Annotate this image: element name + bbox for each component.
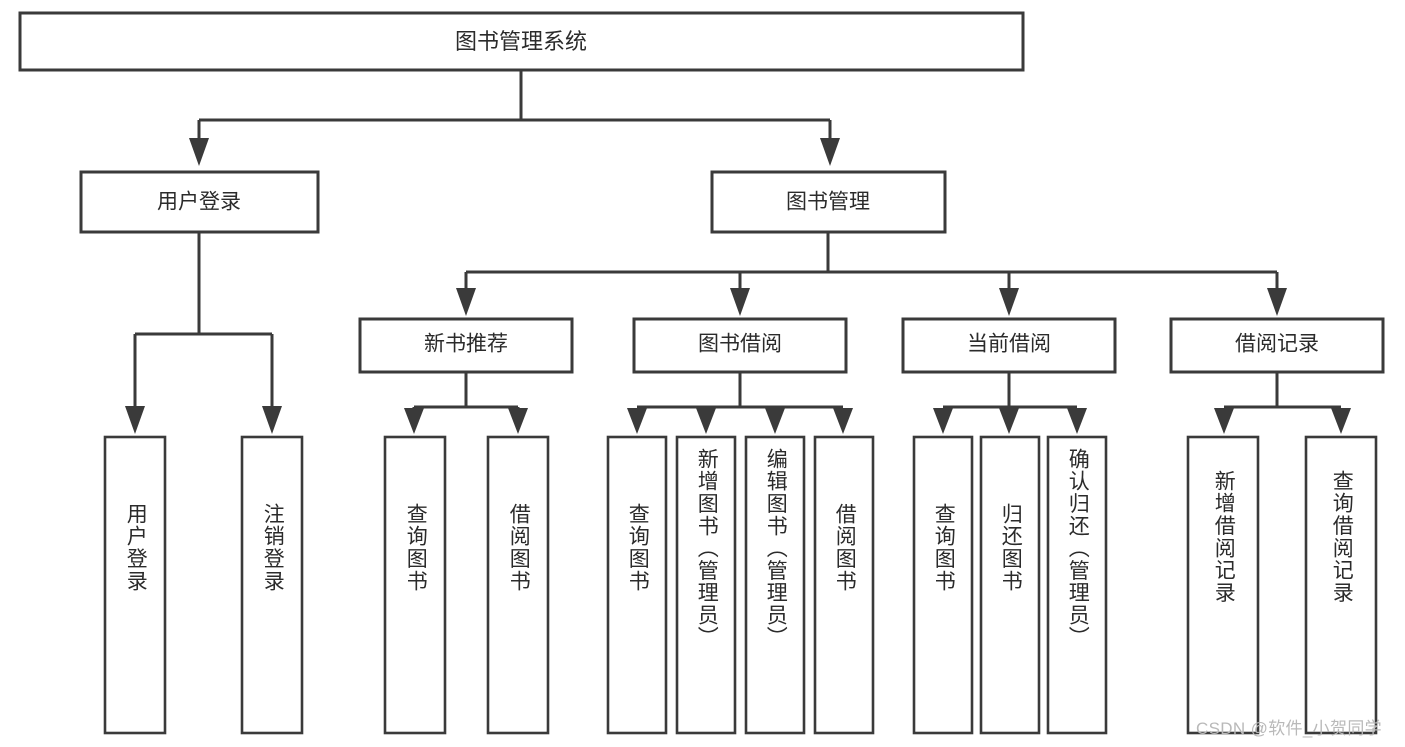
node-new-book-recommend[interactable]: 新书推荐	[358, 317, 574, 374]
arrow-new-books-leaf2	[508, 408, 528, 434]
arrow-user-login-leaf2	[262, 406, 282, 434]
node-borrow-records-box	[1169, 317, 1385, 374]
leaf-box-borrow-1[interactable]	[606, 435, 668, 735]
arrow-borrow-leaf3	[765, 408, 785, 434]
node-user-login-label: 用户登录	[157, 191, 241, 214]
arrow-current-leaf2	[999, 408, 1019, 434]
leaf-box-records-2[interactable]	[1304, 435, 1378, 735]
leaf-box-current-2[interactable]	[979, 435, 1041, 735]
arrow-current-leaf3	[1067, 408, 1087, 434]
arrow-user-login-leaf1	[125, 406, 145, 434]
arrow-records-leaf2	[1331, 408, 1351, 434]
arrow-root-to-user-login	[189, 138, 209, 166]
arrow-current-leaf1	[933, 408, 953, 434]
leaf-box-current-3[interactable]	[1046, 435, 1108, 735]
arrow-borrow-leaf2	[696, 408, 716, 434]
node-borrow-records[interactable]: 借阅记录	[1169, 317, 1385, 374]
node-book-management-label: 图书管理	[786, 191, 870, 214]
node-new-book-recommend-box	[358, 317, 574, 374]
arrow-root-to-book-mgmt	[820, 138, 840, 166]
leaf-box-borrow-2[interactable]	[675, 435, 737, 735]
arrow-book-mgmt-to-new-books	[456, 288, 476, 316]
arrow-book-mgmt-to-records	[1267, 288, 1287, 316]
node-book-borrow-label: 图书借阅	[698, 333, 782, 356]
arrow-borrow-leaf4	[833, 408, 853, 434]
leaf-box-user-login-1[interactable]	[103, 435, 167, 735]
node-user-login[interactable]: 用户登录	[79, 170, 320, 234]
node-current-borrow[interactable]: 当前借阅	[901, 317, 1117, 374]
leaf-box-borrow-3[interactable]	[744, 435, 806, 735]
leaf-box-new-books-1[interactable]	[383, 435, 447, 735]
arrow-book-mgmt-to-current	[999, 288, 1019, 316]
node-current-borrow-label: 当前借阅	[967, 333, 1051, 356]
arrow-records-leaf1	[1214, 408, 1234, 434]
node-root-system-box	[18, 11, 1025, 72]
node-book-borrow-box	[632, 317, 848, 374]
leaf-box-new-books-2[interactable]	[486, 435, 550, 735]
leaf-box-borrow-4[interactable]	[813, 435, 875, 735]
node-root-system[interactable]: 图书管理系统	[18, 11, 1025, 72]
arrow-borrow-leaf1	[627, 408, 647, 434]
node-new-book-recommend-label: 新书推荐	[424, 333, 508, 356]
node-book-borrow[interactable]: 图书借阅	[632, 317, 848, 374]
node-current-borrow-box	[901, 317, 1117, 374]
node-book-management[interactable]: 图书管理	[710, 170, 947, 234]
arrow-new-books-leaf1	[404, 408, 424, 434]
csdn-watermark: CSDN @软件_小贺同学	[1196, 719, 1383, 738]
node-borrow-records-label: 借阅记录	[1235, 333, 1319, 356]
leaf-box-records-1[interactable]	[1186, 435, 1260, 735]
arrow-book-mgmt-to-borrow	[730, 288, 750, 316]
leaf-box-user-login-2[interactable]	[240, 435, 304, 735]
node-book-management-box	[710, 170, 947, 234]
node-root-system-label: 图书管理系统	[455, 29, 587, 54]
leaf-box-current-1[interactable]	[912, 435, 974, 735]
